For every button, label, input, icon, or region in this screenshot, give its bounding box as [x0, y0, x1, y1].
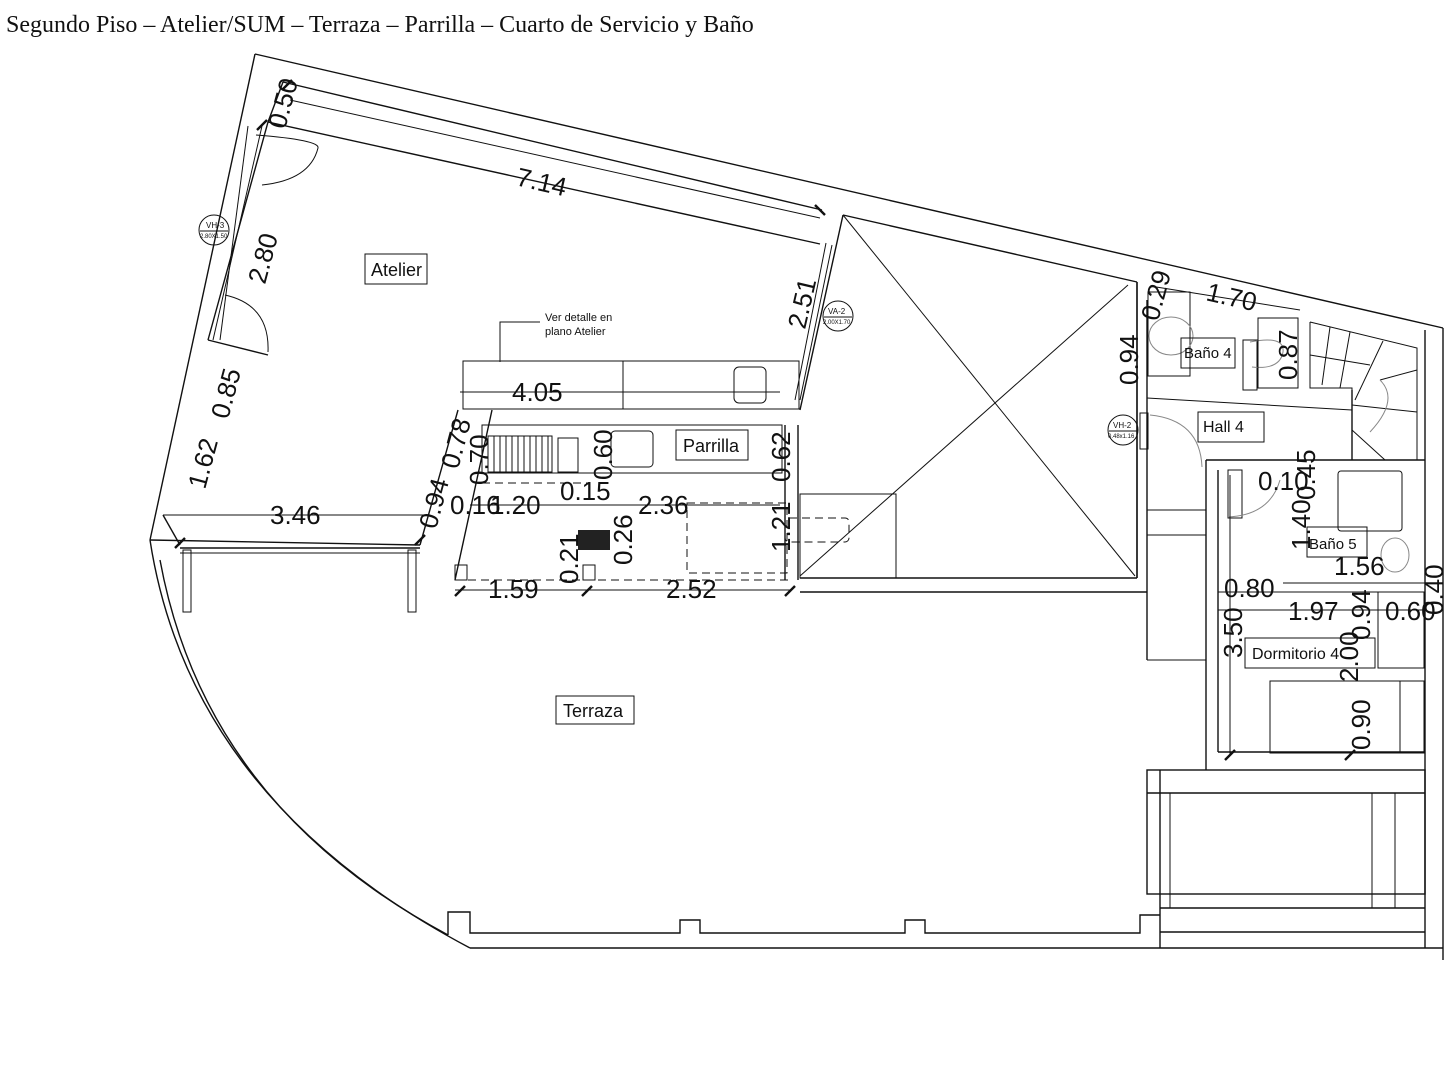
- dim-label: 0.90: [1346, 699, 1376, 750]
- dim-label: 0.60: [1385, 596, 1436, 626]
- note-line-1: Ver detalle en: [545, 312, 612, 324]
- tag-code: VH-3: [206, 221, 225, 230]
- dim-label: 0.45: [1291, 449, 1321, 500]
- dim-label: 1.56: [1334, 551, 1385, 581]
- plan-title: Segundo Piso – Atelier/SUM – Terraza – P…: [6, 12, 754, 38]
- dim-label: 1.59: [488, 574, 539, 604]
- dim-label: 0.60: [588, 429, 618, 480]
- room-label-hall4: Hall 4: [1203, 419, 1244, 436]
- dim-label: 7.14: [514, 162, 570, 203]
- dim-label: 1.62: [182, 435, 224, 492]
- dim-label: 0.94: [413, 475, 455, 532]
- room-label-terraza: Terraza: [563, 701, 624, 721]
- dim-label: 0.70: [464, 434, 494, 485]
- detail-note: Ver detalle en plano Atelier: [499, 312, 612, 362]
- tag-size: 2.00X1.70: [823, 320, 851, 326]
- window-tag-vh2: VH-2 0.48x1.16: [1107, 414, 1139, 446]
- tag-size: 2.80X1.50: [200, 234, 228, 240]
- tag-code: VH-2: [1113, 421, 1132, 430]
- room-label-dormitorio: Dormitorio 4: [1252, 646, 1339, 663]
- sink-icon: [610, 430, 654, 468]
- dim-label: 1.21: [766, 501, 796, 552]
- outer-walls: [149, 53, 1444, 960]
- room-bano4: Baño 4: [1184, 345, 1232, 362]
- dim-label: 1.70: [1204, 277, 1260, 318]
- dim-label: 0.15: [560, 476, 611, 506]
- dim-label: 1.97: [1288, 596, 1339, 626]
- parrilla-area: [454, 360, 800, 581]
- void-opening: [784, 214, 1147, 593]
- room-label-parrilla: Parrilla: [683, 436, 740, 456]
- atelier-walls: [149, 121, 493, 613]
- dim-label: 2.52: [666, 574, 717, 604]
- dim-label: 0.62: [766, 431, 796, 482]
- dim-label: 0.26: [608, 514, 638, 565]
- window-va2: [794, 214, 844, 411]
- dim-label: 0.40: [1419, 564, 1449, 615]
- grill-bars-icon: [493, 436, 549, 472]
- dim-label: 2.00: [1334, 631, 1364, 682]
- window-tag-va2: VA-2 2.00X1.70: [822, 300, 854, 332]
- dimension-lines: [163, 79, 1425, 761]
- room-label-atelier: Atelier: [371, 260, 422, 280]
- dim-label: 1.20: [490, 490, 541, 520]
- shower-tray-icon: [1337, 470, 1403, 532]
- tag-code: VA-2: [828, 307, 846, 316]
- dim-label: 0.29: [1135, 267, 1177, 324]
- staircase-icon: [1309, 321, 1418, 461]
- room-atelier: Atelier: [364, 253, 428, 285]
- room-bano5: Baño 5: [1309, 536, 1357, 553]
- dim-label: 0.94: [1346, 589, 1376, 640]
- dim-label: 0.87: [1273, 329, 1303, 380]
- room-hall4: Hall 4: [1197, 411, 1265, 443]
- column-hatch: [578, 530, 610, 550]
- dim-label: 0.85: [205, 365, 247, 422]
- room-label-bano4: Baño 4: [1184, 345, 1232, 362]
- dim-label: 2.80: [242, 230, 284, 287]
- service-block: [1136, 282, 1426, 933]
- dim-label: 0.10: [1258, 466, 1309, 496]
- dim-label: 0.16: [450, 490, 501, 520]
- dim-label: 1.40: [1286, 499, 1316, 550]
- tag-size: 0.48x1.16: [1108, 434, 1135, 440]
- dim-label: 0.21: [554, 533, 584, 584]
- window-tag-vh3: VH-3 2.80X1.50: [198, 214, 230, 246]
- dim-label: 0.94: [1114, 334, 1144, 385]
- dim-label: 2.36: [638, 490, 689, 520]
- dim-label: 0.80: [1224, 573, 1275, 603]
- dim-label: 0.50: [262, 75, 304, 132]
- room-terraza: Terraza: [555, 695, 635, 725]
- dim-label: 4.05: [512, 377, 563, 407]
- dim-label: 3.50: [1218, 607, 1248, 658]
- room-dormitorio: Dormitorio 4: [1244, 637, 1376, 669]
- dim-label: 3.46: [270, 500, 321, 530]
- room-parrilla: Parrilla: [675, 429, 749, 461]
- room-label-bano5: Baño 5: [1309, 536, 1357, 553]
- note-line-2: plano Atelier: [545, 326, 606, 338]
